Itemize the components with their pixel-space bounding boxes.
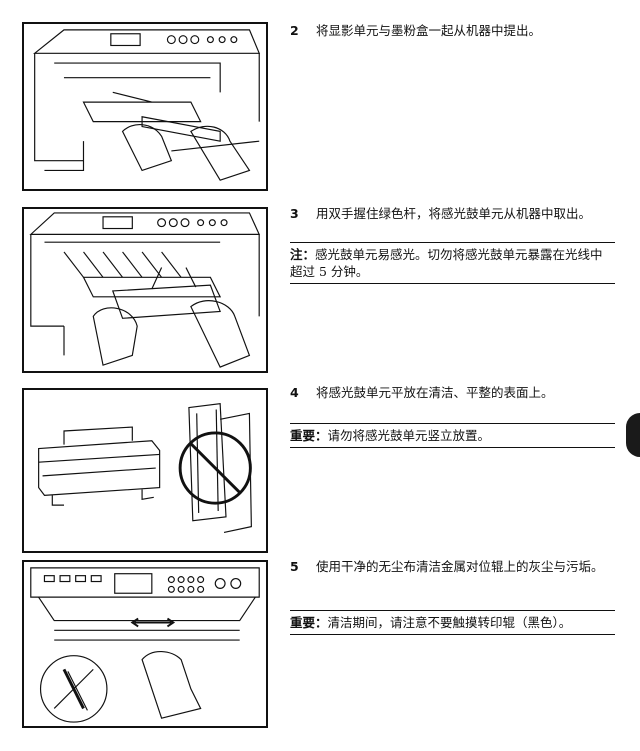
step-number: 5 <box>290 559 299 574</box>
note-text: 感光鼓单元易感光。切勿将感光鼓单元暴露在光线中超过 5 分钟。 <box>290 247 603 279</box>
figure-remove-developer <box>22 22 268 191</box>
step-text: 使用干净的无尘布清洁金属对位辊上的灰尘与污垢。 <box>316 559 604 574</box>
note-label: 重要： <box>290 428 328 443</box>
step-text: 将显影单元与墨粉盒一起从机器中提出。 <box>316 23 542 38</box>
figure-drum-placement <box>22 388 268 553</box>
step-number: 2 <box>290 23 299 38</box>
step-text: 用双手握住绿色杆，将感光鼓单元从机器中取出。 <box>316 206 592 221</box>
note-text: 请勿将感光鼓单元竖立放置。 <box>327 428 491 443</box>
note-label: 注： <box>290 247 316 262</box>
chapter-tab-marker <box>626 413 640 457</box>
note-no-upright: 重要：请勿将感光鼓单元竖立放置。 <box>290 423 615 448</box>
figure-clean-roller <box>22 560 268 728</box>
step-text: 将感光鼓单元平放在清洁、平整的表面上。 <box>316 385 554 400</box>
step-number: 4 <box>290 385 299 400</box>
drum-flat-vs-upright-prohibited-illustration <box>38 403 252 534</box>
printer-remove-drum-illustration <box>29 212 261 368</box>
figure-remove-drum <box>22 207 268 373</box>
note-light-sensitive: 注：感光鼓单元易感光。切勿将感光鼓单元暴露在光线中超过 5 分钟。 <box>290 242 615 284</box>
step-number: 3 <box>290 206 299 221</box>
printer-remove-developer-illustration <box>33 29 261 181</box>
note-text: 清洁期间，请注意不要触摸转印辊（黑色）。 <box>327 615 572 630</box>
note-label: 重要： <box>290 615 328 630</box>
note-no-touch-transfer-roller: 重要：清洁期间，请注意不要触摸转印辊（黑色）。 <box>290 610 615 635</box>
clean-registration-roller-illustration <box>30 567 260 723</box>
